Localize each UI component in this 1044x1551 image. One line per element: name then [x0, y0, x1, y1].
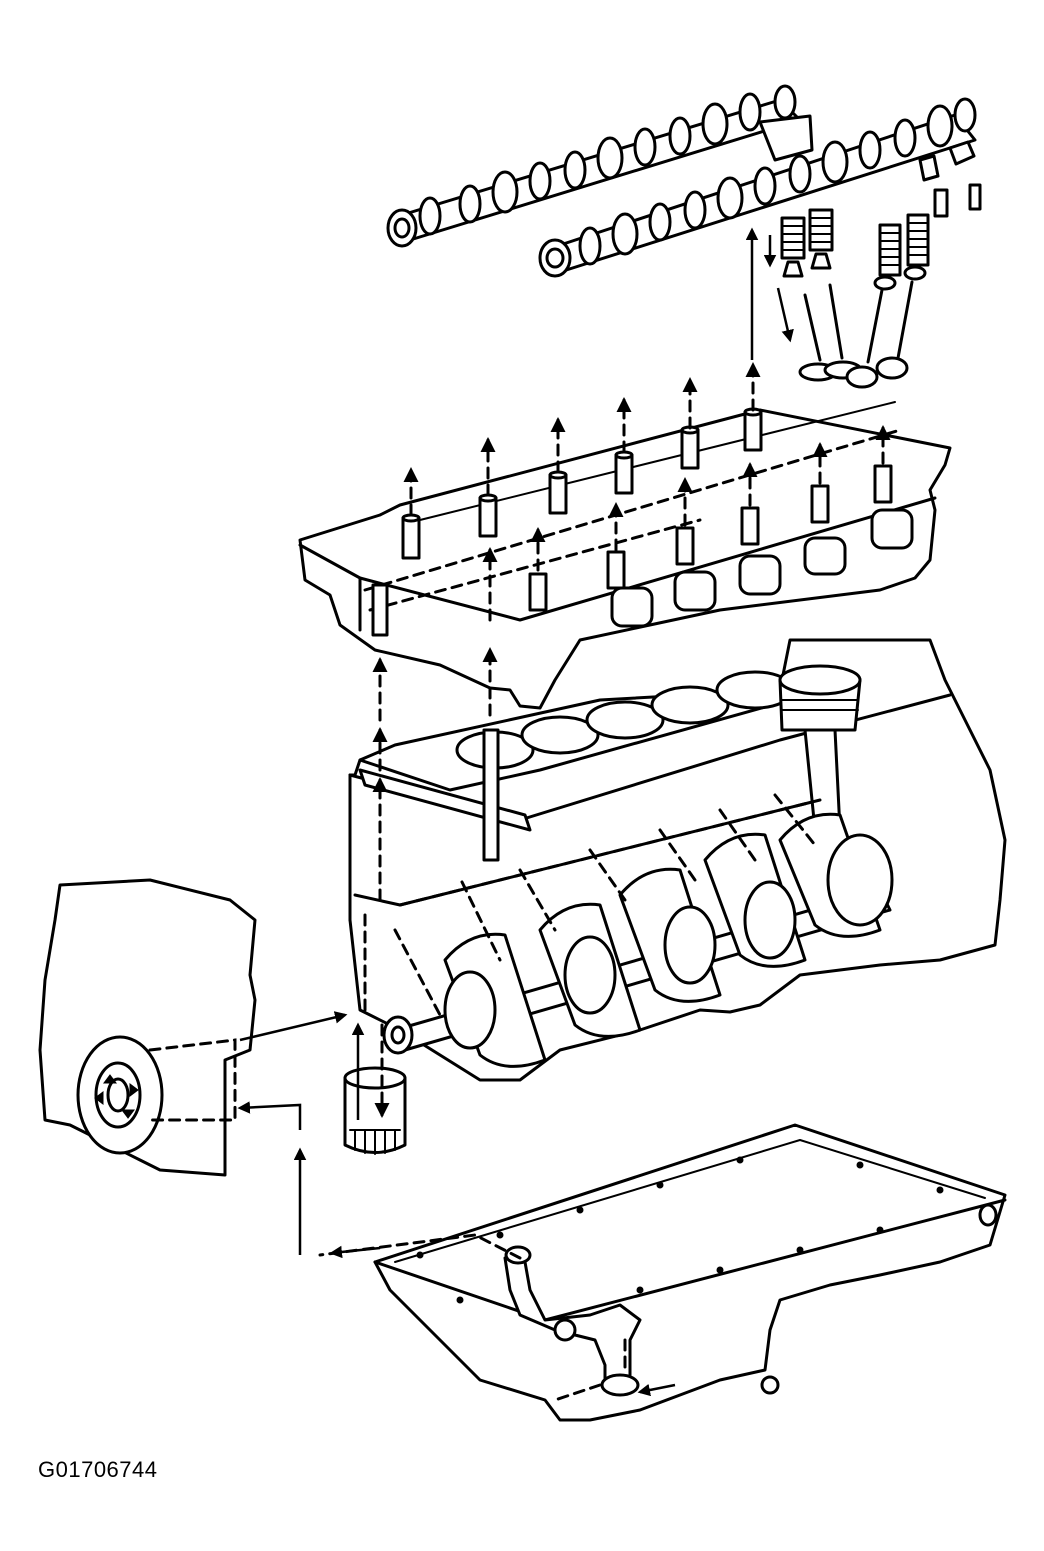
oil-pan: [293, 1123, 1007, 1422]
valve-springs-and-valves: [745, 140, 982, 389]
oil-flow-arrows-head: [403, 362, 891, 622]
oil-galleries: [363, 428, 902, 1017]
oil-filter: [343, 1022, 407, 1155]
front-cover: [38, 878, 348, 1177]
cylinder-head: [298, 401, 952, 710]
figure-id-label: G01706744: [38, 1457, 158, 1482]
oil-risers: [371, 583, 500, 862]
crankshaft: [382, 812, 894, 1068]
intake-camshaft: [386, 84, 814, 248]
exhaust-camshaft: [538, 97, 977, 278]
